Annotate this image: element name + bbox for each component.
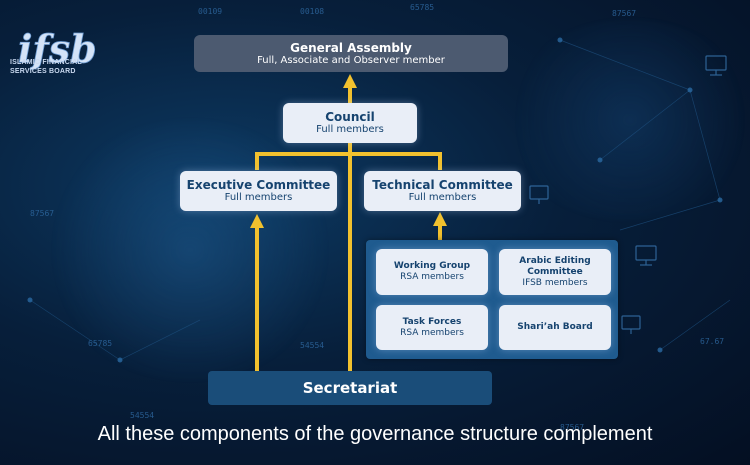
technical-committee-title: Technical Committee [372,178,513,192]
secretariat-box: Secretariat [208,371,492,405]
arabic-editing-committee-title-line2: Committee [527,266,583,277]
logo-name-line1: ISLAMIC FINANCIAL [10,59,82,66]
council-subtitle: Full members [316,124,384,135]
task-forces-subtitle: RSA members [400,327,464,338]
executive-committee-title: Executive Committee [186,178,331,192]
background-number: 65785 [410,3,434,12]
caption-subtitle: All these components of the governance s… [97,423,653,445]
logo-mark: ifsb [18,26,96,71]
background-number: 00109 [198,7,222,16]
logo-name-line2: SERVICES BOARD [10,68,76,75]
shariah-board-title: Shari’ah Board [517,322,593,332]
background-number: 87567 [30,209,54,218]
monitor-icon [635,245,657,266]
arabic-editing-committee-subtitle: IFSB members [522,277,588,288]
executive-committee-box: Executive Committee Full members [180,171,337,211]
task-forces-title: Task Forces [402,316,462,327]
general-assembly-subtitle: Full, Associate and Observer member [257,54,445,66]
task-forces-box: Task Forces RSA members [376,305,488,350]
monitor-icon [529,185,549,204]
connector-arrowhead [433,212,447,226]
background-number: 65785 [88,339,112,348]
council-box: Council Full members [283,103,417,143]
background-number: 54554 [130,411,154,420]
background-number: 00108 [300,7,324,16]
background-number: 87567 [560,423,584,432]
executive-committee-subtitle: Full members [224,192,293,203]
council-title: Council [325,110,375,124]
general-assembly-title: General Assembly [290,40,412,55]
background-number: 54554 [300,341,324,350]
working-group-subtitle: RSA members [400,272,464,282]
ifsb-logo: ifsb [18,26,96,72]
secretariat-title: Secretariat [302,379,398,397]
background-glow [40,120,340,380]
connector-arrowhead [343,74,357,88]
arabic-editing-committee-box: Arabic Editing Committee IFSB members [499,249,611,295]
working-group-title: Working Group [393,261,471,271]
connector-line [255,152,442,170]
working-group-box: Working Group RSA members [376,249,488,295]
arabic-editing-committee-title-line1: Arabic Editing [519,255,591,266]
technical-committee-box: Technical Committee Full members [364,171,521,211]
general-assembly-box: General Assembly Full, Associate and Obs… [194,35,508,72]
background-number: 67.67 [700,337,724,346]
technical-committee-subtitle: Full members [408,192,477,203]
background-glow [500,20,750,220]
monitor-icon [621,315,641,334]
monitor-icon [705,55,727,76]
shariah-board-box: Shari’ah Board [499,305,611,350]
connector-arrowhead [250,214,264,228]
background-number: 87567 [612,9,636,18]
logo-text: ISLAMIC FINANCIAL SERVICES BOARD [10,58,100,76]
